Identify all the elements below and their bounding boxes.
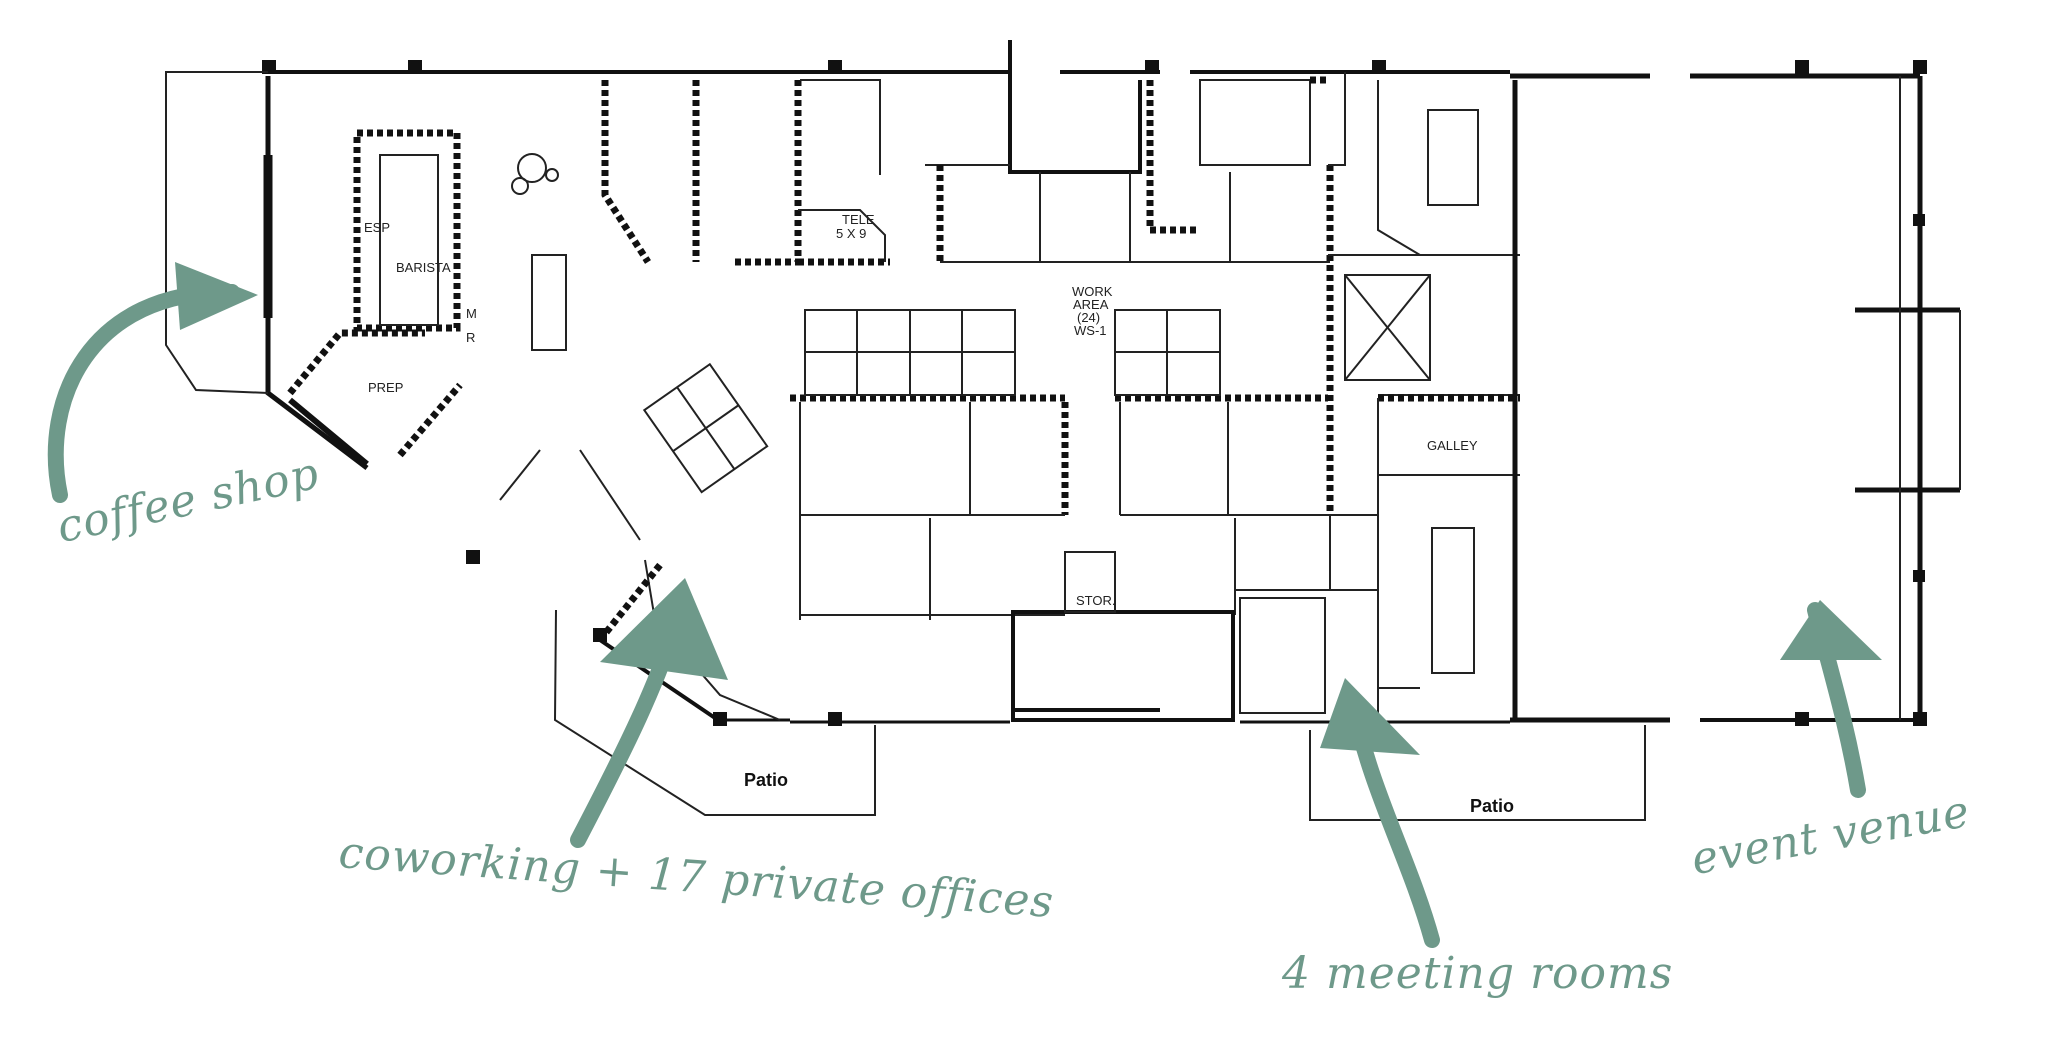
patios: Patio Patio <box>553 609 1646 821</box>
room-label-work-area-3: (24) <box>1077 310 1100 325</box>
workstation-cluster-1 <box>804 309 1221 396</box>
room-label-prep: PREP <box>368 380 403 395</box>
coffee-shop-arrow <box>47 283 240 503</box>
room-label-galley: GALLEY <box>1427 438 1478 453</box>
coffee-shop-area: BARISTA ESP M R PREP <box>165 71 567 467</box>
room-label-barista: BARISTA <box>396 260 451 275</box>
annotation-meeting-rooms: 4 meeting rooms <box>1282 948 1674 999</box>
room-label-tele: TELE <box>842 212 875 227</box>
event-venue-area <box>1855 76 1961 720</box>
coffee-shop-arrowhead <box>175 262 258 330</box>
outer-walls <box>262 60 1927 726</box>
room-label-tele-size: 5 X 9 <box>836 226 866 241</box>
annotation-arrows <box>47 262 1882 948</box>
meeting-rooms-arrowhead <box>1320 678 1420 755</box>
patio-label-left: Patio <box>744 770 788 790</box>
room-label-esp: ESP <box>364 220 390 235</box>
room-label-work-area-4: WS-1 <box>1074 323 1107 338</box>
room-label-stor: STOR. <box>1076 593 1116 608</box>
room-label-r: R <box>466 330 475 345</box>
patio-label-right: Patio <box>1470 796 1514 816</box>
meeting-rooms-area: GALLEY <box>1239 72 1520 720</box>
coworking-area: TELE 5 X 9 WORK AREA (24) WS-1 STOR. <box>499 40 1334 722</box>
event-venue-arrowhead <box>1780 600 1882 660</box>
coworking-arrowhead <box>600 578 728 680</box>
room-label-work-area-2: AREA <box>1073 297 1109 312</box>
room-label-work-area-1: WORK <box>1072 284 1113 299</box>
room-label-m: M <box>466 306 477 321</box>
workstation-cluster-2 <box>642 362 769 494</box>
